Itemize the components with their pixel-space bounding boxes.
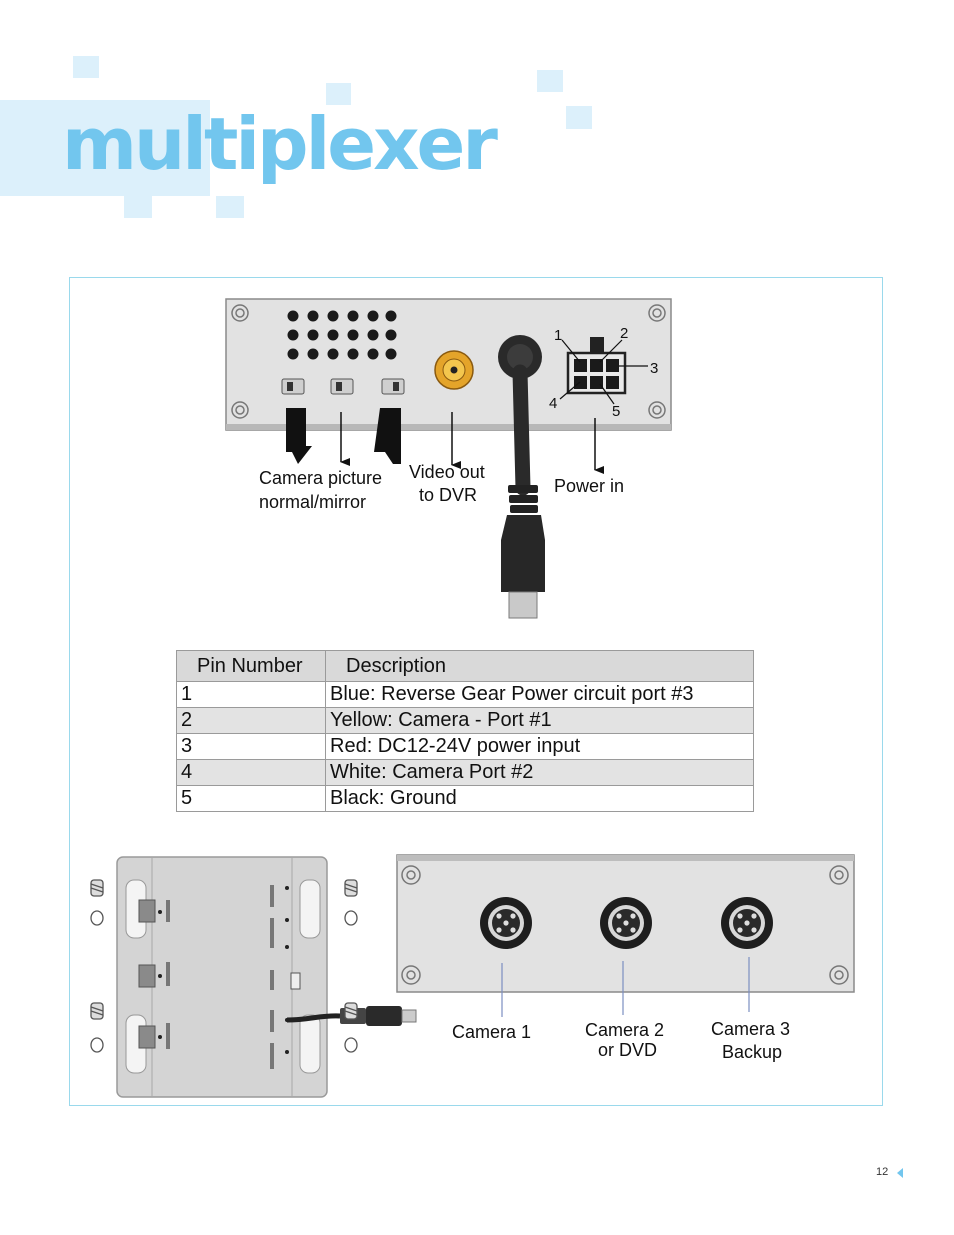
label-normal-mirror: normal/mirror <box>259 492 366 512</box>
mirror-arrow-right-icon <box>374 408 401 464</box>
description-cell: Blue: Reverse Gear Power circuit port #3 <box>325 681 754 708</box>
label-backup: Backup <box>722 1042 782 1062</box>
label-to-dvr: to DVR <box>419 485 477 505</box>
pin-cell: 4 <box>176 759 326 786</box>
mirror-arrow-left-icon <box>286 408 312 464</box>
mounting-screw-icon <box>90 879 358 1053</box>
header-pin-number: Pin Number <box>176 650 326 682</box>
diagram-frame <box>69 277 883 1106</box>
camera-connector-icon <box>480 897 532 949</box>
vent-holes <box>287 310 397 360</box>
pin-label-5: 5 <box>612 403 620 420</box>
table-row: 1 Blue: Reverse Gear Power circuit port … <box>176 681 754 708</box>
multiplexer-front-diagram: 1 2 3 4 5 Camera picture normal/mirror V… <box>225 298 672 619</box>
pin-label-3: 3 <box>650 360 658 377</box>
label-video-out: Video out <box>409 462 485 482</box>
page-title: multiplexer <box>62 102 498 186</box>
label-camera-1: Camera 1 <box>452 1022 531 1042</box>
rca-video-out-icon <box>434 350 474 390</box>
camera-cable-icon <box>498 335 545 619</box>
power-connector-icon <box>559 337 648 405</box>
label-or-dvd: or DVD <box>598 1040 657 1060</box>
description-cell: White: Camera Port #2 <box>325 759 754 786</box>
mirror-switch-icon <box>281 378 405 395</box>
pin-table: Pin Number Description 1 Blue: Reverse G… <box>176 650 754 812</box>
table-row: 5 Black: Ground <box>176 785 754 812</box>
table-row: 4 White: Camera Port #2 <box>176 759 754 786</box>
pin-cell: 3 <box>176 733 326 760</box>
header-description: Description <box>325 650 754 682</box>
pin-cell: 5 <box>176 785 326 812</box>
page-number: 12 <box>876 1166 889 1178</box>
label-camera-picture: Camera picture <box>259 468 382 488</box>
description-cell: Red: DC12-24V power input <box>325 733 754 760</box>
label-camera-2: Camera 2 <box>585 1020 664 1040</box>
camera-connector-icon <box>600 897 652 949</box>
label-camera-3: Camera 3 <box>711 1019 790 1039</box>
page-arrow-icon <box>897 1168 903 1178</box>
description-cell: Yellow: Camera - Port #1 <box>325 707 754 734</box>
pin-label-1: 1 <box>554 327 562 344</box>
description-cell: Black: Ground <box>325 785 754 812</box>
pin-label-4: 4 <box>549 395 557 412</box>
camera-connector-icon <box>721 897 773 949</box>
multiplexer-bottom-diagram: Camera 1 Camera 2 or DVD Camera 3 Backup <box>90 854 855 1098</box>
label-power-in: Power in <box>554 476 624 496</box>
pin-cell: 1 <box>176 681 326 708</box>
table-row: 3 Red: DC12-24V power input <box>176 733 754 760</box>
screw-icon <box>231 304 666 419</box>
table-row: 2 Yellow: Camera - Port #1 <box>176 707 754 734</box>
pin-cell: 2 <box>176 707 326 734</box>
multiplexer-top-view <box>116 856 417 1098</box>
pin-label-2: 2 <box>620 325 628 342</box>
